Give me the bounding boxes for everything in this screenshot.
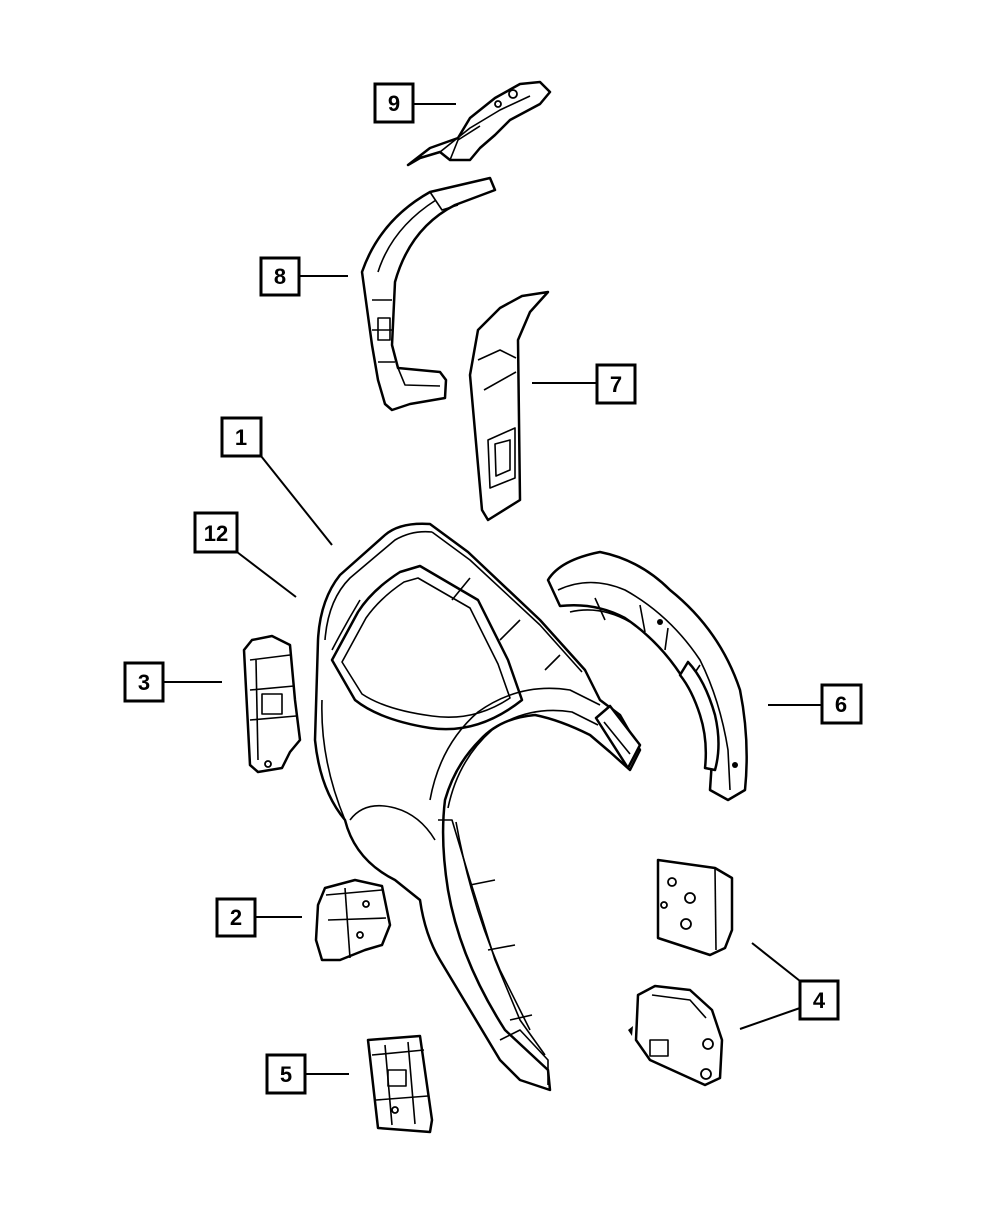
leader-4a [751, 942, 801, 982]
part-3-bracket[interactable] [242, 634, 302, 774]
callout-3: 3 [123, 661, 165, 703]
part-1-quarter-panel[interactable] [313, 522, 642, 1092]
callout-8: 8 [259, 256, 301, 297]
callout-5: 5 [265, 1053, 307, 1095]
part-4-bracket-upper[interactable] [656, 858, 734, 957]
callout-4-label: 4 [813, 988, 826, 1013]
callout-6-label: 6 [835, 692, 847, 717]
callout-9-label: 9 [388, 91, 400, 116]
part-2-bracket[interactable] [314, 878, 392, 962]
leader-4b [739, 1007, 801, 1030]
callout-6: 6 [820, 683, 863, 725]
part-9-bracket[interactable] [406, 80, 552, 167]
callout-2: 2 [215, 897, 257, 938]
callout-7: 7 [595, 363, 637, 405]
part-7-inner-panel[interactable] [468, 290, 550, 522]
callout-2-label: 2 [230, 905, 242, 930]
callout-3-label: 3 [138, 670, 150, 695]
leader-1 [260, 455, 333, 546]
callout-5-label: 5 [280, 1062, 292, 1087]
callout-8-label: 8 [274, 264, 286, 289]
callout-12-label: 12 [204, 521, 228, 546]
callout-1: 1 [220, 416, 263, 458]
part-4-bracket-lower[interactable] [628, 984, 724, 1087]
part-5-lower-panel[interactable] [366, 1034, 434, 1134]
callout-7-label: 7 [610, 372, 622, 397]
callout-12: 12 [193, 511, 239, 554]
part-8-pillar-reinforcement[interactable] [360, 176, 497, 412]
leader-12 [236, 551, 297, 598]
callout-4: 4 [798, 979, 840, 1021]
part-6-wheelhouse[interactable] [546, 550, 748, 802]
callout-9: 9 [373, 82, 415, 124]
leader-lines [163, 103, 822, 1075]
callout-1-label: 1 [235, 425, 247, 450]
